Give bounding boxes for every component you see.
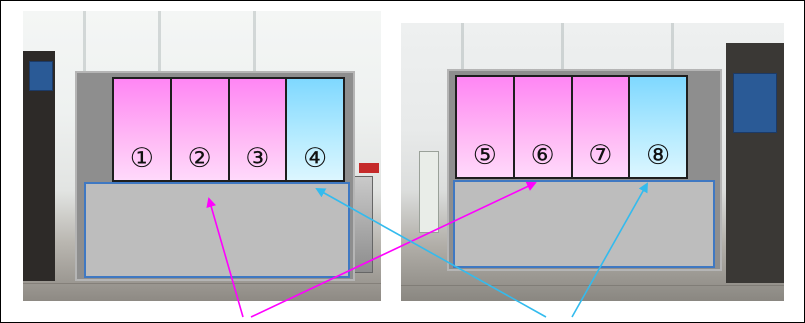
cyan-arrow-to-panel-4 <box>317 189 546 317</box>
magenta-arrow-to-right-board <box>251 183 535 317</box>
cyan-arrow-to-panel-8 <box>572 184 647 317</box>
magenta-arrow-to-left-board <box>209 199 243 317</box>
